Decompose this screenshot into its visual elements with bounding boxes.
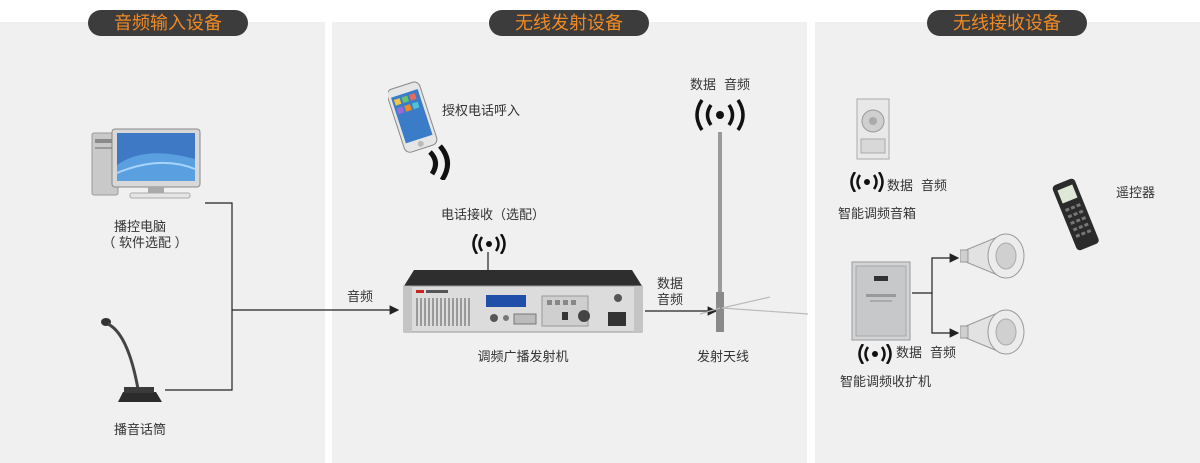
fm-transmitter-icon <box>403 270 643 333</box>
antenna-signal-icon <box>695 99 745 131</box>
speaker-signal-icon <box>850 172 884 192</box>
phone-receive-label: 电话接收（选配） <box>441 207 546 222</box>
smartphone-icon <box>388 81 450 180</box>
phone-call-label: 授权电话呼入 <box>442 103 521 118</box>
microphone-label: 播音话筒 <box>113 422 166 437</box>
transmitter-output-audio-label: 音频 <box>657 292 684 307</box>
fm-speaker-box-icon <box>856 98 890 160</box>
remote-control-icon <box>1052 178 1099 251</box>
antenna-label: 发射天线 <box>696 349 749 364</box>
transmitter-output-data-label: 数据 <box>657 276 684 291</box>
amplifier-data-label: 数据 <box>896 345 923 360</box>
speaker-data-label: 数据 <box>887 178 914 193</box>
section-title-transmit: 无线发射设备 <box>489 10 649 36</box>
section-title-input: 音频输入设备 <box>88 10 248 36</box>
antenna-audio-label: 音频 <box>724 77 751 92</box>
wireless-signal-icon <box>472 234 506 254</box>
section-title-receive: 无线接收设备 <box>927 10 1087 36</box>
horn-speaker-icon <box>960 309 1025 355</box>
speaker-audio-label: 音频 <box>921 178 948 193</box>
amplifier-signal-icon <box>858 344 892 364</box>
audio-input-panel <box>0 22 325 463</box>
fm-speaker-label: 智能调频音箱 <box>838 206 917 221</box>
computer-icon <box>91 128 201 199</box>
amplifier-audio-label: 音频 <box>930 345 957 360</box>
audio-input-label: 音频 <box>347 289 374 304</box>
amplifier-label: 智能调频收扩机 <box>840 374 932 389</box>
computer-label: 播控电脑 <box>113 219 166 234</box>
computer-sublabel: （ 软件选配 ） <box>102 235 188 250</box>
horn-speaker-icon <box>960 233 1025 279</box>
receiver-amplifier-icon <box>851 261 911 341</box>
antenna-data-label: 数据 <box>690 77 717 92</box>
gooseneck-microphone-icon <box>101 318 162 402</box>
antenna-mast-icon <box>700 132 809 332</box>
remote-control-label: 遥控器 <box>1116 185 1156 200</box>
transmitter-label: 调频广播发射机 <box>477 349 569 364</box>
